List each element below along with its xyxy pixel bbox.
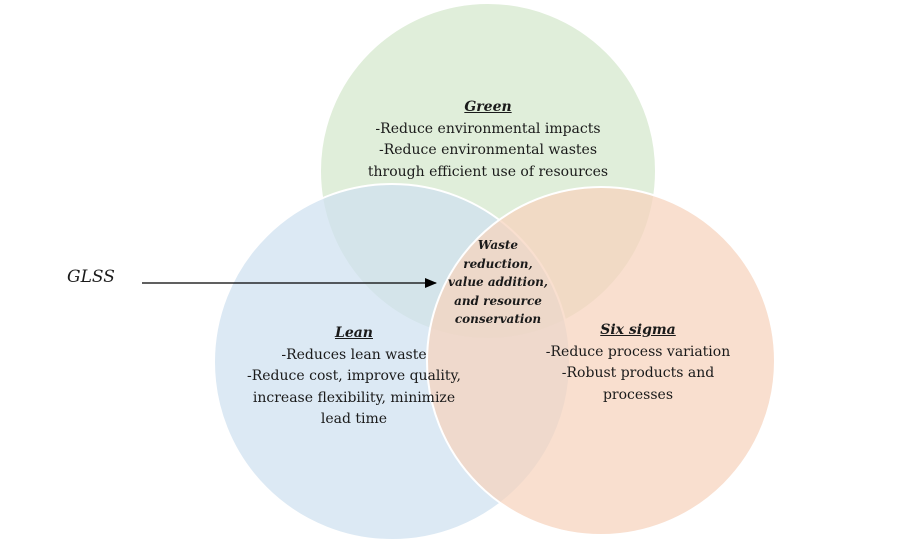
- green-text: Green -Reduce environmental impacts -Red…: [358, 97, 618, 183]
- center-line-3: value addition,: [448, 275, 548, 289]
- six-sigma-line-2: -Robust products and: [561, 365, 715, 381]
- lean-text: Lean -Reduces lean waste -Reduce cost, i…: [234, 323, 474, 431]
- six-sigma-line-3: processes: [602, 386, 674, 403]
- green-line-1: -Reduce environmental impacts: [375, 120, 601, 137]
- lean-line-3: increase flexibility, minimize: [252, 389, 456, 406]
- center-text: Waste reduction, value addition, and res…: [438, 236, 558, 329]
- green-title: Green: [464, 99, 512, 115]
- six-sigma-line-1: -Reduce process variation: [545, 343, 731, 360]
- center-line-1: Waste: [477, 238, 519, 252]
- center-line-2: reduction,: [463, 256, 533, 271]
- lean-line-1: -Reduces lean waste: [281, 346, 427, 363]
- six-sigma-text: Six sigma -Reduce process variation -Rob…: [528, 320, 748, 406]
- center-line-4: and resource: [454, 293, 542, 308]
- lean-title: Lean: [334, 325, 373, 341]
- center-line-5: conservation: [454, 312, 542, 326]
- green-line-2: -Reduce environmental wastes: [378, 142, 598, 158]
- six-sigma-title: Six sigma: [600, 322, 676, 338]
- green-line-3: through efficient use of resources: [367, 163, 609, 180]
- glss-label: GLSS: [67, 267, 115, 287]
- lean-line-2: -Reduce cost, improve quality,: [247, 368, 461, 384]
- six-sigma-circle: [426, 186, 776, 536]
- lean-line-4: lead time: [320, 411, 388, 427]
